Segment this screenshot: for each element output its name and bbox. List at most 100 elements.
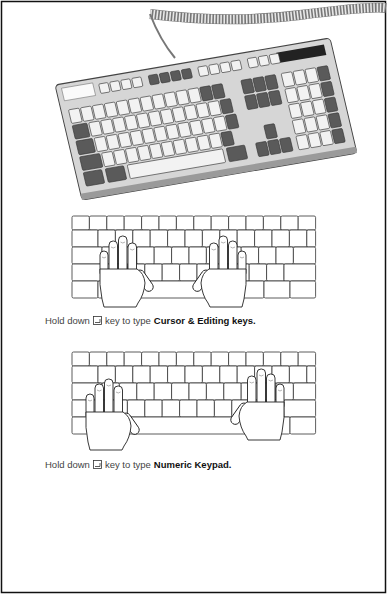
key — [220, 62, 231, 73]
nail — [102, 257, 106, 258]
nail — [212, 249, 217, 250]
key — [188, 88, 202, 103]
key — [321, 81, 335, 96]
key-outline — [206, 383, 223, 400]
key-outline — [72, 281, 98, 298]
key — [197, 135, 211, 150]
key-outline — [172, 247, 189, 264]
key — [304, 117, 318, 132]
key-icon — [93, 460, 102, 469]
key-outline — [189, 247, 206, 264]
status-panel — [276, 44, 326, 63]
caption-text: key to type — [105, 315, 151, 326]
key-outline — [298, 352, 315, 366]
key — [256, 141, 270, 156]
key — [148, 74, 159, 85]
key-outline — [172, 383, 189, 400]
key-outline — [229, 216, 246, 230]
nail — [278, 390, 282, 391]
key — [140, 96, 154, 111]
key — [106, 134, 120, 149]
key — [105, 166, 127, 183]
cable-coil — [150, 8, 386, 20]
key — [220, 99, 234, 114]
key — [211, 84, 225, 99]
key — [253, 77, 267, 92]
key — [190, 120, 204, 135]
key-outline — [115, 366, 132, 383]
key — [258, 55, 269, 66]
key-outline — [124, 216, 141, 230]
keyboard-case — [55, 38, 357, 200]
nail — [250, 382, 255, 383]
key — [89, 121, 103, 136]
key-outline — [281, 216, 298, 230]
key-outline — [168, 230, 185, 247]
nail — [107, 385, 112, 386]
key-outline — [281, 352, 298, 366]
key-outline — [264, 281, 290, 298]
nail — [121, 242, 126, 243]
palm — [86, 412, 131, 450]
cable — [150, 8, 386, 20]
key — [244, 94, 258, 109]
key-outline — [154, 383, 171, 400]
key — [136, 113, 150, 128]
key — [130, 130, 144, 145]
key-outline — [220, 366, 237, 383]
key — [308, 132, 322, 147]
caption-text: Hold down — [45, 459, 90, 470]
key — [166, 124, 180, 139]
key-outline — [127, 400, 144, 417]
key-outline — [211, 352, 228, 366]
key-outline — [185, 230, 202, 247]
key — [221, 131, 235, 146]
key-outline — [202, 366, 219, 383]
key — [213, 116, 227, 131]
key — [92, 104, 106, 119]
key-outline — [150, 366, 167, 383]
key — [279, 137, 293, 152]
key — [269, 53, 280, 64]
key — [164, 92, 178, 107]
key — [181, 68, 192, 79]
key — [104, 102, 118, 117]
key — [184, 105, 198, 120]
key-outline — [142, 216, 159, 230]
nail — [111, 247, 116, 248]
nail — [221, 242, 226, 243]
key-outline — [72, 247, 102, 264]
key-icon — [93, 316, 102, 325]
key — [101, 119, 115, 134]
key-outline — [197, 400, 214, 417]
key-outline — [259, 247, 276, 264]
key-outline — [290, 417, 316, 434]
key-outline — [176, 352, 193, 366]
key — [209, 64, 220, 75]
palm — [100, 269, 145, 307]
key-outline — [133, 366, 150, 383]
key — [94, 136, 108, 151]
key-outline — [293, 247, 315, 264]
hand — [86, 379, 141, 450]
key — [208, 101, 222, 116]
key-outline — [267, 264, 284, 281]
key — [209, 133, 223, 148]
key — [160, 109, 174, 124]
nail — [240, 257, 244, 258]
key-outline — [180, 400, 197, 417]
keyboard-diagram — [72, 216, 316, 307]
key-outline — [293, 383, 315, 400]
key-outline — [162, 264, 179, 281]
key-outline — [284, 400, 316, 417]
key — [316, 115, 330, 130]
key-outline — [72, 352, 89, 366]
key — [161, 141, 175, 156]
key — [154, 126, 168, 141]
keyboard-photo — [55, 8, 386, 200]
key — [99, 82, 110, 93]
key — [289, 103, 303, 118]
key-outline — [255, 230, 272, 247]
